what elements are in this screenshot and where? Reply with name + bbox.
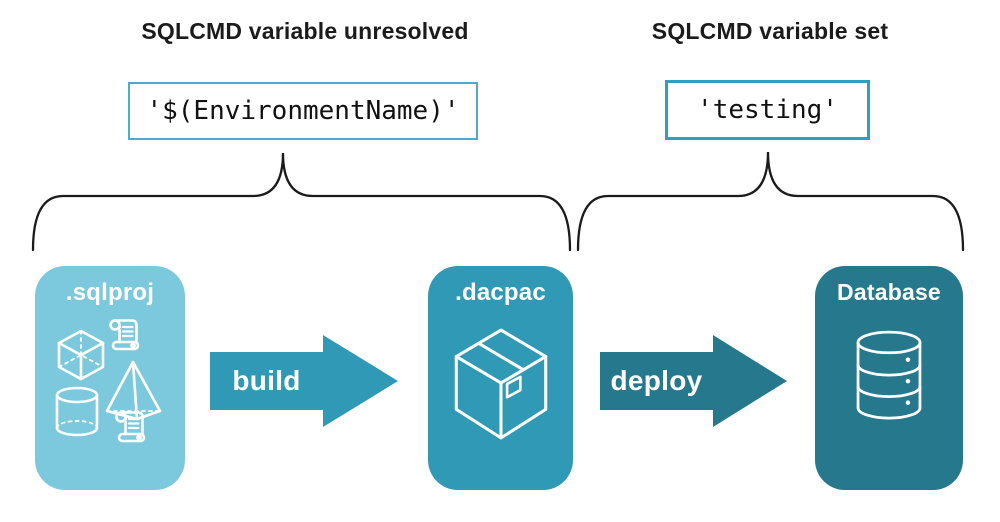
database-cylinder-icon <box>856 330 922 420</box>
scroll-icon <box>109 319 140 351</box>
dacpac-card: .dacpac <box>428 266 573 490</box>
build-arrow-label: build <box>232 365 301 396</box>
build-arrow-icon <box>210 335 398 427</box>
sqlproj-card-label: .sqlproj <box>65 279 155 306</box>
code-testing-value: 'testing' <box>697 95 838 125</box>
codebox-testing-value: 'testing' <box>665 80 870 140</box>
sqlproj-card: .sqlproj <box>35 266 185 490</box>
sql-objects-icon <box>55 319 162 443</box>
database-card-label: Database <box>837 279 941 305</box>
package-box-icon <box>454 328 547 440</box>
cube-icon <box>57 329 105 381</box>
dacpac-card-label: .dacpac <box>455 279 546 306</box>
pyramid-icon <box>105 360 162 421</box>
heading-set: SQLCMD variable set <box>651 18 889 44</box>
deploy-arrow-icon <box>600 335 787 427</box>
cylinder-icon <box>55 386 99 437</box>
heading-unresolved: SQLCMD variable unresolved <box>141 18 469 44</box>
deploy-arrow-label: deploy <box>610 365 703 396</box>
codebox-environment-variable: '$(EnvironmentName)' <box>128 82 478 140</box>
code-environment-variable: '$(EnvironmentName)' <box>146 96 460 126</box>
right-brace-icon <box>576 151 965 252</box>
left-brace-icon <box>31 152 572 252</box>
database-card: Database <box>815 266 963 490</box>
